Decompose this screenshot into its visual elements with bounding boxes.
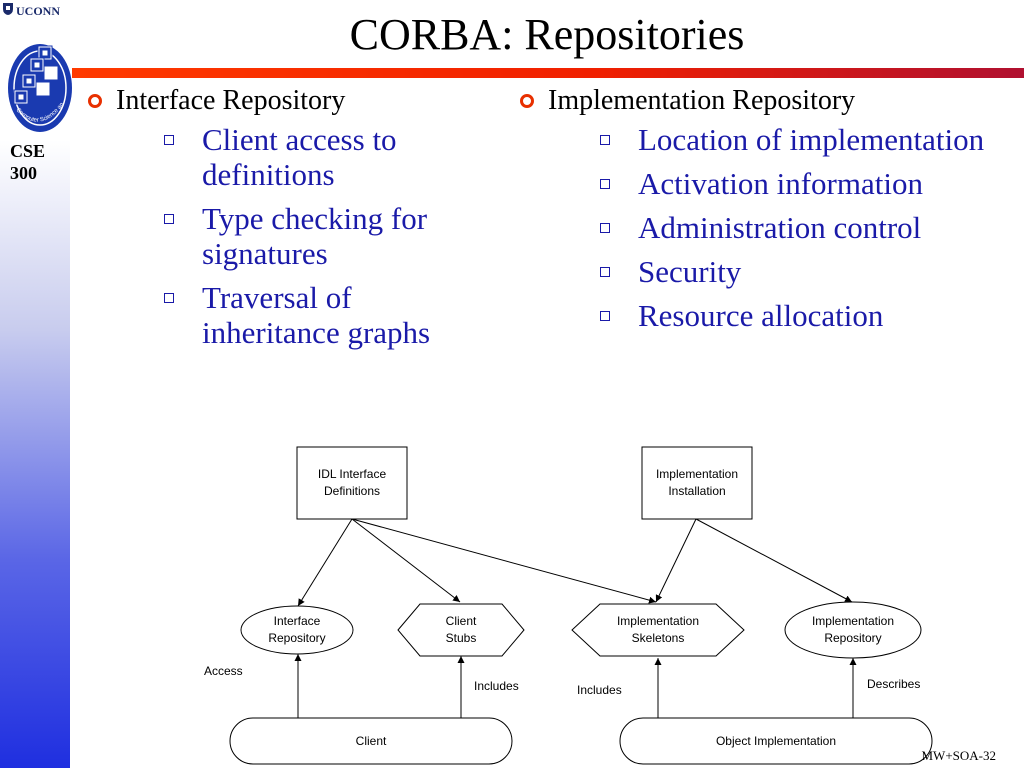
arrow-idl-to-skeletons bbox=[351, 518, 657, 604]
client-node: Client bbox=[229, 717, 513, 765]
crest-icon bbox=[2, 2, 14, 20]
square-bullet-icon bbox=[600, 311, 610, 321]
slide-footer: MW+SOA-32 bbox=[921, 748, 997, 763]
svg-text:Implementation: Implementation bbox=[812, 614, 894, 628]
implementation-repository-column: Implementation Repository Location of im… bbox=[520, 84, 990, 342]
idl-definitions-box: IDL Interface Definitions bbox=[296, 446, 408, 520]
heading-text: Implementation Repository bbox=[548, 85, 856, 116]
svg-text:Object Implementation: Object Implementation bbox=[716, 734, 836, 748]
object-implementation-node: Object Implementation bbox=[619, 717, 933, 765]
implementation-installation-box: Implementation Installation bbox=[641, 446, 753, 520]
square-bullet-icon bbox=[164, 293, 174, 303]
svg-text:Client: Client bbox=[446, 614, 477, 628]
bullet-list: Client access to definitions Type checki… bbox=[88, 122, 488, 350]
access-label: Access bbox=[204, 664, 243, 678]
heading-text: Interface Repository bbox=[116, 85, 346, 116]
section-heading: Implementation Repository bbox=[520, 84, 990, 118]
list-item: Client access to definitions bbox=[88, 122, 488, 192]
implementation-repository-node: Implementation Repository bbox=[784, 601, 922, 659]
slide-title: CORBA: Repositories bbox=[349, 10, 745, 59]
department-seal-icon: Computer Science and Engineering bbox=[2, 24, 72, 132]
square-bullet-icon bbox=[600, 223, 610, 233]
arrow-idl-to-interface-repo bbox=[297, 518, 353, 607]
sidebar: UCONN Computer Science and Engineering C… bbox=[0, 0, 72, 768]
svg-text:Skeletons: Skeletons bbox=[632, 631, 685, 645]
square-bullet-icon bbox=[600, 267, 610, 277]
svg-text:Stubs: Stubs bbox=[446, 631, 477, 645]
svg-text:Interface: Interface bbox=[274, 614, 321, 628]
list-item: Security bbox=[520, 254, 990, 289]
ring-bullet-icon bbox=[520, 94, 534, 108]
course-label: CSE 300 bbox=[10, 141, 46, 183]
arrow-installation-to-skeletons bbox=[655, 518, 697, 603]
describes-label: Describes bbox=[867, 677, 920, 691]
list-item: Location of implementation bbox=[520, 122, 990, 157]
list-item: Activation information bbox=[520, 166, 990, 201]
implementation-skeletons-node: Implementation Skeletons bbox=[571, 603, 745, 657]
svg-text:Client: Client bbox=[356, 734, 387, 748]
svg-text:Definitions: Definitions bbox=[324, 484, 380, 498]
list-item: Traversal of inheritance graphs bbox=[88, 280, 488, 350]
ring-bullet-icon bbox=[88, 94, 102, 108]
arrow-installation-to-impl-repo bbox=[695, 518, 853, 603]
interface-repository-column: Interface Repository Client access to de… bbox=[88, 84, 488, 359]
svg-text:Implementation: Implementation bbox=[656, 467, 738, 481]
list-item: Type checking for signatures bbox=[88, 201, 488, 271]
section-heading: Interface Repository bbox=[88, 84, 488, 118]
list-item: Administration control bbox=[520, 210, 990, 245]
university-logo: UCONN bbox=[2, 2, 60, 20]
square-bullet-icon bbox=[600, 179, 610, 189]
list-item: Resource allocation bbox=[520, 298, 990, 333]
square-bullet-icon bbox=[164, 135, 174, 145]
interface-repository-node: Interface Repository bbox=[240, 605, 354, 655]
title-divider bbox=[72, 68, 1024, 78]
client-stubs-node: Client Stubs bbox=[397, 603, 525, 657]
arrow-idl-to-client-stubs bbox=[351, 518, 461, 603]
includes-label: Includes bbox=[474, 679, 519, 693]
university-name: UCONN bbox=[16, 3, 60, 18]
svg-text:IDL Interface: IDL Interface bbox=[318, 467, 387, 481]
diagram-arrows bbox=[294, 518, 857, 718]
square-bullet-icon bbox=[600, 135, 610, 145]
square-bullet-icon bbox=[164, 214, 174, 224]
bullet-list: Location of implementation Activation in… bbox=[520, 122, 990, 333]
svg-text:Implementation: Implementation bbox=[617, 614, 699, 628]
svg-text:Repository: Repository bbox=[824, 631, 881, 645]
svg-text:Repository: Repository bbox=[268, 631, 325, 645]
svg-text:Installation: Installation bbox=[668, 484, 725, 498]
includes-label: Includes bbox=[577, 683, 622, 697]
